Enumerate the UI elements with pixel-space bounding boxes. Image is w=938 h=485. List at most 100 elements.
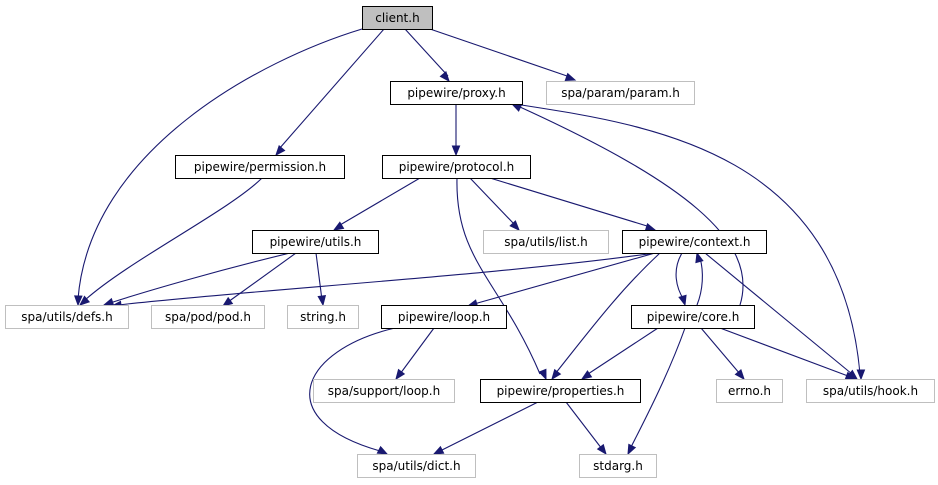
- node-label: spa/pod/pod.h: [165, 310, 251, 324]
- node-utils-h[interactable]: pipewire/utils.h: [252, 230, 379, 254]
- node-box: [716, 379, 783, 403]
- arrow-head-icon: [102, 297, 115, 307]
- arrow-head-icon: [317, 295, 327, 307]
- edge-line: [456, 177, 541, 375]
- arrow-head-icon: [221, 296, 234, 307]
- node-core-h[interactable]: pipewire/core.h: [631, 305, 755, 329]
- node-support-loop-h[interactable]: spa/support/loop.h: [313, 379, 455, 403]
- node-dict-h[interactable]: spa/utils/dict.h: [357, 454, 476, 478]
- edge-line: [489, 177, 648, 227]
- edge-line: [439, 401, 539, 452]
- arrow-head-icon: [451, 145, 461, 157]
- arrow-head-icon: [678, 294, 687, 307]
- node-box: [546, 81, 695, 105]
- edge-line: [339, 177, 421, 226]
- edge-line: [514, 103, 861, 375]
- node-hook-h[interactable]: spa/utils/hook.h: [806, 379, 935, 403]
- edge-line: [315, 252, 323, 301]
- edge-properties-h-to-stdarg-h: [565, 401, 607, 456]
- node-label: spa/utils/defs.h: [21, 310, 112, 324]
- node-pod-h[interactable]: spa/pod/pod.h: [151, 305, 265, 329]
- node-label: spa/utils/dict.h: [372, 459, 460, 473]
- node-label: pipewire/protocol.h: [399, 160, 515, 174]
- edge-line: [429, 28, 568, 77]
- node-label: client.h: [375, 11, 419, 25]
- node-label: string.h: [300, 310, 346, 324]
- node-proxy-h[interactable]: pipewire/proxy.h: [390, 81, 523, 105]
- arrow-head-icon: [332, 221, 345, 231]
- node-loop-h[interactable]: pipewire/loop.h: [381, 305, 507, 329]
- node-box: [357, 454, 476, 478]
- edge-client-h-to-param-h: [429, 28, 577, 81]
- node-errno-h[interactable]: errno.h: [716, 379, 783, 403]
- edge-context-h-to-properties-h: [551, 252, 661, 381]
- node-box: [5, 305, 129, 329]
- edge-line: [629, 327, 686, 450]
- arrow-head-icon: [510, 103, 523, 112]
- edge-line: [565, 401, 603, 450]
- edge-context-h-to-loop-h: [466, 252, 656, 308]
- node-label: spa/support/loop.h: [328, 384, 440, 398]
- arrow-head-icon: [644, 223, 657, 232]
- node-list-h[interactable]: spa/utils/list.h: [483, 230, 609, 254]
- edge-core-h-to-proxy-h: [510, 103, 744, 306]
- node-permission-h[interactable]: pipewire/permission.h: [175, 155, 345, 179]
- node-box: [390, 81, 523, 105]
- node-properties-h[interactable]: pipewire/properties.h: [480, 379, 641, 403]
- edge-line: [587, 327, 659, 375]
- node-label: pipewire/utils.h: [270, 235, 362, 249]
- arrow-head-icon: [538, 368, 547, 381]
- node-box: [480, 379, 641, 403]
- edge-line: [704, 252, 853, 375]
- node-label: pipewire/loop.h: [398, 310, 490, 324]
- edge-line: [117, 252, 656, 306]
- node-context-h[interactable]: pipewire/context.h: [622, 230, 767, 254]
- node-defs-h[interactable]: spa/utils/defs.h: [5, 305, 129, 329]
- arrow-head-icon: [856, 369, 866, 381]
- arrow-head-icon: [627, 443, 637, 456]
- edge-line: [469, 177, 515, 225]
- edge-context-h-to-defs-h: [110, 252, 656, 310]
- arrow-head-icon: [734, 368, 745, 381]
- nodes-layer: client.h pipewire/proxy.h spa/param/param.…: [5, 6, 935, 478]
- edge-line: [473, 252, 656, 305]
- node-label: pipewire/properties.h: [497, 384, 625, 398]
- node-box: [622, 230, 767, 254]
- arrow-head-icon: [395, 368, 406, 381]
- edge-line: [675, 252, 685, 301]
- edge-client-h-to-proxy-h: [404, 28, 450, 83]
- node-protocol-h[interactable]: pipewire/protocol.h: [382, 155, 531, 179]
- edge-proxy-h-to-protocol-h: [451, 104, 461, 157]
- node-box: [382, 155, 531, 179]
- node-box: [381, 305, 507, 329]
- node-string-h[interactable]: string.h: [287, 305, 359, 329]
- arrow-head-icon: [439, 70, 450, 83]
- node-box: [151, 305, 265, 329]
- node-box: [631, 305, 755, 329]
- edge-line: [696, 257, 703, 306]
- node-box: [579, 454, 657, 478]
- node-label: pipewire/permission.h: [194, 160, 326, 174]
- edge-line: [719, 327, 849, 377]
- edges-layer: [74, 28, 866, 456]
- edge-loop-h-to-support-loop-h: [395, 327, 435, 381]
- arrow-head-icon: [580, 370, 593, 380]
- node-param-h[interactable]: spa/param/param.h: [546, 81, 695, 105]
- node-stdarg-h[interactable]: stdarg.h: [579, 454, 657, 478]
- edge-properties-h-to-dict-h: [432, 401, 539, 455]
- edge-client-h-to-permission-h: [275, 28, 385, 157]
- edge-core-h-to-context-h: [695, 251, 704, 306]
- node-label: spa/utils/hook.h: [823, 384, 918, 398]
- arrow-head-icon: [509, 220, 520, 231]
- arrow-head-icon: [596, 443, 607, 456]
- edge-line: [84, 177, 263, 301]
- edge-proxy-h-to-hook-h: [514, 103, 866, 381]
- edge-line: [404, 28, 449, 77]
- node-label: errno.h: [728, 384, 771, 398]
- arrow-head-icon: [74, 295, 83, 307]
- edge-core-h-to-properties-h: [580, 327, 659, 380]
- edge-permission-h-to-defs-h: [78, 177, 263, 306]
- edge-line: [700, 327, 741, 375]
- arrow-head-icon: [564, 72, 577, 81]
- node-client-h: client.h: [362, 6, 433, 30]
